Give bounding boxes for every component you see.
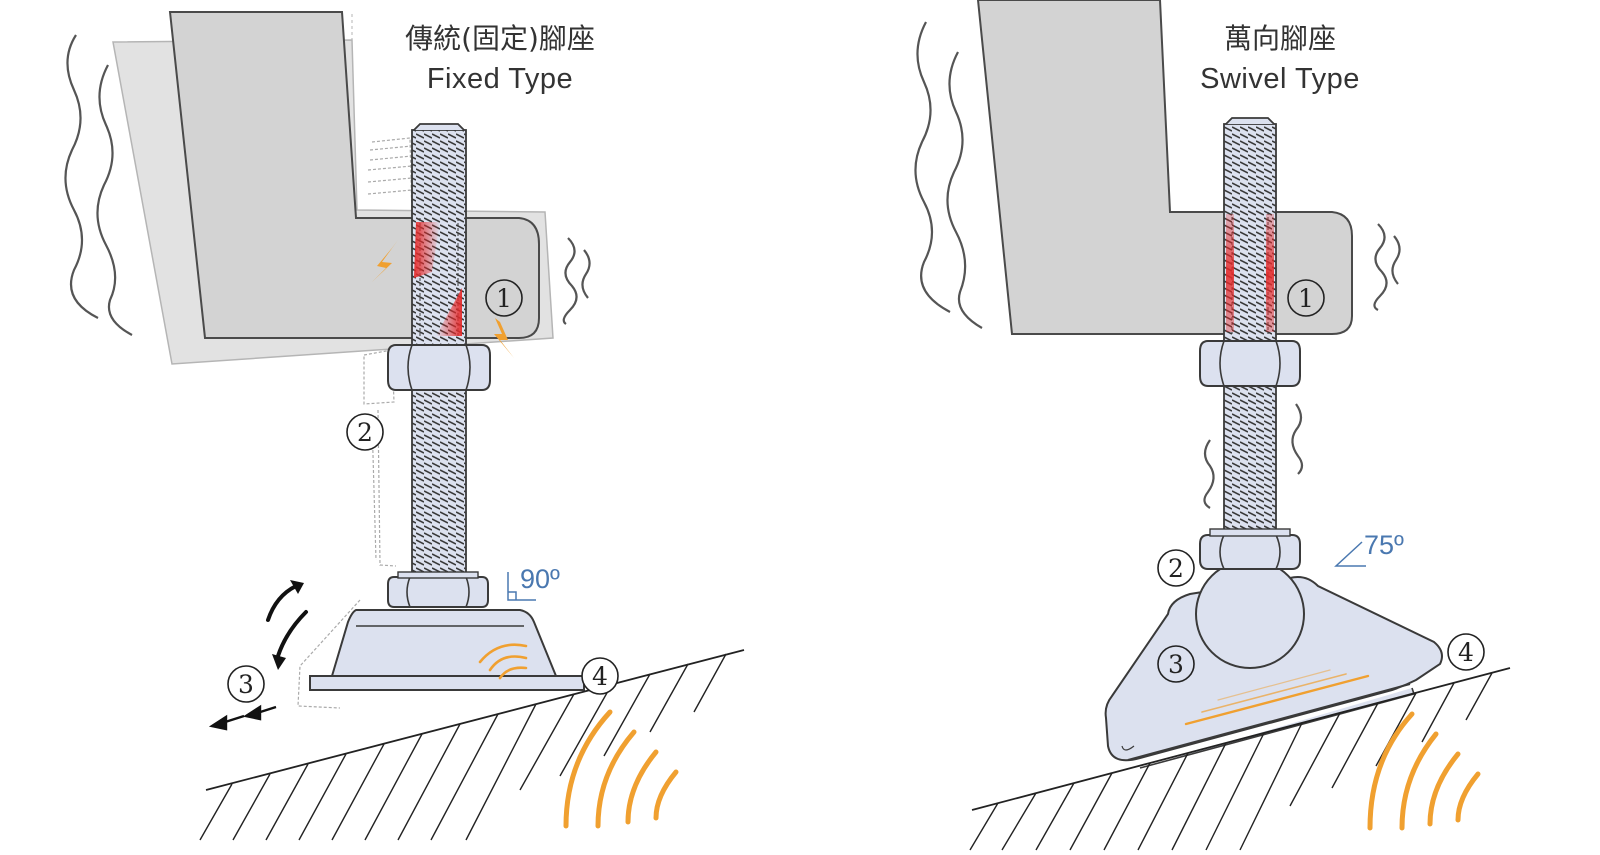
fixed-base-dome xyxy=(330,609,558,677)
slide-arrow-icon xyxy=(208,704,277,731)
rotation-arrow-icon xyxy=(266,584,308,658)
vibration-wave-icon xyxy=(478,643,528,680)
fixed-title-en: Fixed Type xyxy=(427,63,573,95)
svg-text:4: 4 xyxy=(1458,638,1474,667)
stress-zone-lower xyxy=(436,288,462,336)
angle-label: 75º xyxy=(1364,530,1404,560)
lower-lock-nut xyxy=(1199,528,1301,570)
marker-2: 2 xyxy=(346,413,384,451)
swivel-title-zh: 萬向腳座 xyxy=(1224,22,1336,55)
sloped-ground xyxy=(199,649,745,841)
lower-lock-nut xyxy=(387,571,489,608)
ghost-bolt-outline xyxy=(297,137,413,709)
vibration-wave-icon xyxy=(1184,669,1370,726)
upper-lock-nut xyxy=(387,344,491,391)
stress-zone-right xyxy=(1266,214,1274,332)
angle-indicator-90 xyxy=(507,572,536,601)
vibration-wave-icon xyxy=(563,709,679,829)
svg-text:2: 2 xyxy=(1168,554,1184,583)
angle-indicator-75 xyxy=(1334,541,1366,567)
svg-text:1: 1 xyxy=(1298,284,1314,313)
marker-3: 3 xyxy=(227,665,265,703)
svg-text:1: 1 xyxy=(496,284,512,313)
fixed-title-zh: 傳統(固定)腳座 xyxy=(405,22,595,55)
svg-text:4: 4 xyxy=(592,662,608,691)
marker-4: 4 xyxy=(1447,633,1485,671)
fixed-type-panel: 90º xyxy=(64,11,745,841)
swivel-ball-joint xyxy=(1195,559,1305,669)
vibration-wave-icon xyxy=(914,21,1401,509)
marker-1: 1 xyxy=(485,279,523,317)
fixed-base-plate xyxy=(309,675,585,691)
vibration-wave-icon xyxy=(1367,711,1481,831)
svg-text:3: 3 xyxy=(238,670,254,699)
marker-1: 1 xyxy=(1287,279,1325,317)
svg-text:3: 3 xyxy=(1168,650,1184,679)
sloped-ground xyxy=(969,667,1511,851)
angle-label: 90º xyxy=(520,564,560,594)
svg-text:2: 2 xyxy=(357,418,373,447)
marker-4: 4 xyxy=(581,657,619,695)
swivel-title-en: Swivel Type xyxy=(1200,63,1360,95)
marker-3: 3 xyxy=(1157,645,1195,683)
vibration-wave-icon xyxy=(64,34,591,336)
lightning-bolt-icon xyxy=(372,240,514,358)
swivel-type-panel: 75º xyxy=(914,0,1511,851)
marker-2: 2 xyxy=(1157,549,1195,587)
stress-zone-left xyxy=(1226,214,1234,332)
upper-lock-nut xyxy=(1199,340,1301,387)
stress-zone-upper xyxy=(414,222,440,278)
